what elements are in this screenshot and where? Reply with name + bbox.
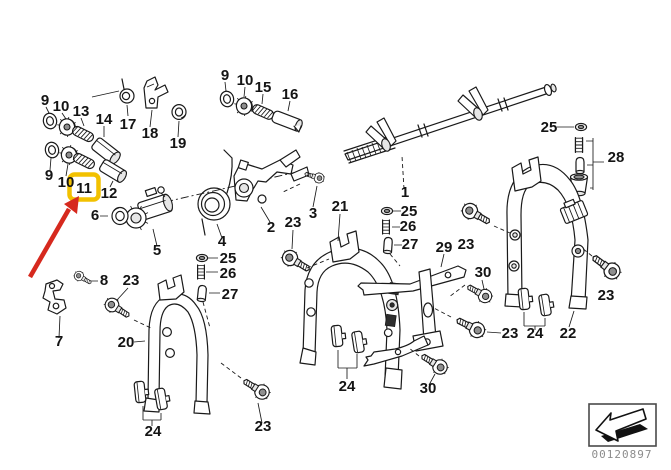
part-label-24: 24	[527, 325, 544, 342]
part-label-14: 14	[96, 111, 113, 128]
part-4-torsion-spring	[197, 149, 233, 236]
part-23-screw-e	[100, 293, 152, 329]
part-label-23: 23	[255, 418, 272, 435]
part-label-5: 5	[153, 242, 161, 259]
part-9c-washer	[218, 89, 236, 109]
part-label-12: 12	[101, 185, 118, 202]
part-label-19: 19	[170, 135, 187, 152]
part-label-7: 7	[55, 333, 63, 350]
part-label-25: 25	[401, 203, 418, 220]
part-24-pads-right	[517, 287, 556, 330]
part-label-10: 10	[237, 72, 254, 89]
assembly-axis-lines	[133, 155, 405, 210]
part-24-pads-mid	[330, 324, 369, 379]
part-label-28: 28	[608, 149, 625, 166]
part-label-23: 23	[598, 287, 615, 304]
part-29-selector-linkage	[357, 265, 467, 367]
part-7-lever	[42, 279, 67, 315]
part-12-sleeve	[99, 159, 127, 183]
leader-27-mid	[389, 253, 401, 267]
part-5-detent-housing	[123, 186, 174, 231]
part-label-23: 23	[502, 325, 519, 342]
part-24-pads-left	[133, 380, 172, 426]
part-label-11-highlighted: 11	[76, 180, 92, 197]
part-27-pin-left	[196, 284, 208, 303]
part-label-10: 10	[53, 98, 70, 115]
part-label-30: 30	[475, 264, 492, 281]
part-17-hook-spring	[91, 78, 135, 104]
part-label-10: 10	[58, 174, 75, 191]
part-23-screw-d	[581, 247, 626, 285]
part-label-22: 22	[560, 325, 577, 342]
part-3-screw	[282, 167, 327, 193]
part-25-nut-top	[574, 122, 588, 132]
part-label-4: 4	[218, 233, 227, 250]
part-label-26: 26	[400, 218, 417, 235]
pointer-arrow	[28, 196, 79, 279]
part-label-25: 25	[541, 119, 558, 136]
leader-27-left	[202, 301, 211, 329]
part-10c-slotted-washer	[232, 94, 256, 118]
part-label-9: 9	[45, 167, 53, 184]
part-26-spring-mid	[382, 219, 390, 235]
part-label-9: 9	[221, 67, 229, 84]
part-label-15: 15	[255, 79, 272, 96]
part-23-screw-f	[220, 362, 274, 404]
part-label-3: 3	[309, 205, 317, 222]
part-27-pin-mid	[382, 236, 394, 255]
part-11-spring-highlighted	[71, 151, 97, 171]
part-label-29: 29	[436, 239, 453, 256]
part-16-pin-sleeve	[271, 110, 303, 133]
part-26-spring-left	[197, 264, 205, 280]
part-label-2: 2	[267, 219, 275, 236]
highlight-box	[67, 172, 101, 202]
part-15-spring	[250, 102, 276, 122]
part-label-26: 26	[220, 265, 237, 282]
part-label-23: 23	[285, 214, 302, 231]
part-label-30: 30	[420, 380, 437, 397]
part-label-8: 8	[100, 272, 108, 289]
part-18-bracket	[143, 76, 169, 109]
part-9b-washer	[43, 140, 61, 160]
part-label-18: 18	[142, 125, 159, 142]
part-23-screw-b	[457, 198, 511, 234]
part-23-screw-c	[431, 306, 490, 343]
part-label-23: 23	[458, 236, 475, 253]
part-23-screw-a	[277, 245, 330, 278]
part-13-spring	[70, 124, 96, 144]
part-label-16: 16	[282, 86, 299, 103]
part-20-shift-fork	[143, 274, 211, 415]
part-22-shift-fork	[504, 156, 589, 310]
part-1-selector-rod	[343, 83, 557, 164]
stamp-arrow-icon	[595, 408, 647, 442]
part-25-nut-left	[195, 253, 209, 263]
part-21-shift-fork	[299, 230, 403, 390]
part-8-screw	[71, 268, 95, 288]
part-label-9: 9	[41, 92, 49, 109]
part-label-24: 24	[339, 378, 356, 395]
part-25-nut-mid	[380, 206, 394, 216]
part-label-20: 20	[118, 334, 135, 351]
part-30-screw-lower	[408, 347, 452, 379]
part-label-24: 24	[145, 423, 162, 440]
part-19-ring	[171, 103, 187, 120]
image-code: 00120897	[592, 448, 653, 461]
part-label-6: 6	[91, 207, 99, 224]
leader-lines	[45, 81, 575, 424]
part-label-27: 27	[222, 286, 239, 303]
part-2-shift-arm	[233, 149, 310, 204]
part-label-21: 21	[332, 198, 349, 215]
part-label-27: 27	[402, 236, 419, 253]
part-label-23: 23	[123, 272, 140, 289]
part-30-screw-upper	[448, 279, 496, 307]
part-label-25: 25	[220, 250, 237, 267]
part-label-17: 17	[120, 116, 137, 133]
direction-stamp	[588, 403, 657, 447]
part-6-bushing	[111, 206, 129, 226]
part-label-13: 13	[73, 103, 90, 120]
part-label-1: 1	[401, 184, 409, 201]
